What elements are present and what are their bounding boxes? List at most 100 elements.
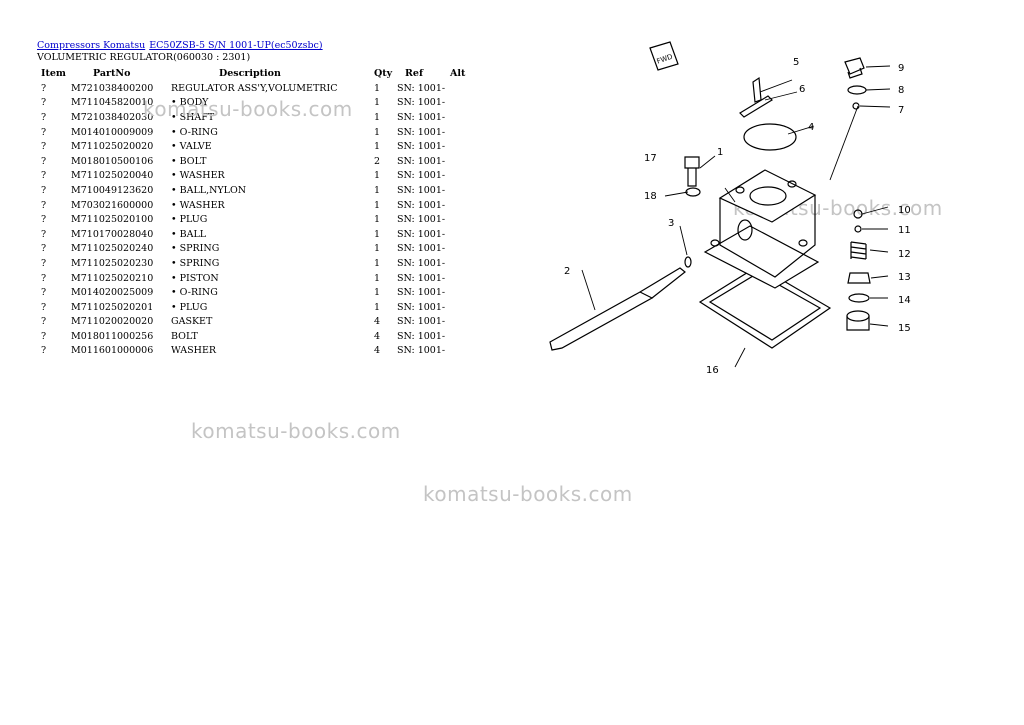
cell-qty: 1 [374,301,381,313]
cell-qty: 4 [374,316,381,328]
cell-ref: SN: 1001- [397,170,446,182]
cell-alt [450,285,470,300]
cell-partno: M711025020040 [71,170,154,182]
cell-ref: SN: 1001- [397,111,446,123]
cell-item: ? [41,97,47,109]
cell-partno: M014010009009 [71,126,154,138]
cell-ref: SN: 1001- [397,272,446,284]
cell-description: • VALVE [171,141,212,153]
cell-description: • BODY [171,97,209,109]
header-ref: Ref [405,67,424,79]
callout-9: 9 [898,63,904,74]
cell-description: GASKET [171,316,213,328]
ball-part [854,225,862,233]
breadcrumb-link-compressors[interactable]: Compressors Komatsu [37,40,146,51]
plug-part [844,57,865,79]
cell-item: ? [41,287,47,299]
cell-ref: SN: 1001- [397,316,446,328]
cell-qty: 1 [374,272,381,284]
cell-item: ? [41,184,47,196]
cell-ref: SN: 1001- [397,345,446,357]
callout-11: 11 [898,225,911,236]
cell-description: • PISTON [171,272,219,284]
callout-6: 6 [799,84,805,95]
cell-alt [450,183,470,198]
washer-plate-part [739,95,773,118]
cell-partno: M711025020240 [71,243,154,255]
table-row: ? M711025020210 • PISTON 1 SN: 1001- [37,271,470,286]
callout-5: 5 [793,57,799,68]
cell-item: ? [41,141,47,153]
table-header-row: Item PartNo Description Qty Ref Alt [37,65,470,81]
cell-alt [450,198,470,213]
cell-ref: SN: 1001- [397,257,446,269]
cell-alt [450,154,470,169]
cell-description: • O-RING [171,287,218,299]
cell-qty: 1 [374,97,381,109]
callout-17: 17 [644,153,657,164]
o-ring-part [848,293,870,303]
watermark: komatsu-books.com [143,97,353,121]
cell-description: • BALL [171,228,207,240]
washer-part [847,85,867,95]
cell-partno: M721038402030 [71,111,154,123]
small-bolt-part [752,76,762,103]
cell-item: ? [41,214,47,226]
cell-alt [450,110,470,125]
cell-qty: 1 [374,287,381,299]
plug-part [847,272,871,284]
cell-description: • SPRING [171,243,220,255]
parts-table: Item PartNo Description Qty Ref Alt ? M72… [37,65,470,358]
o-ring-part [684,256,692,268]
callout-10: 10 [898,205,911,216]
cell-partno: M710049123620 [71,184,154,196]
shaft-part [549,267,686,351]
cell-description: BOLT [171,330,198,342]
cell-qty: 1 [374,126,381,138]
cell-item: ? [41,316,47,328]
cell-qty: 1 [374,228,381,240]
spring-part [850,241,867,260]
cell-item: ? [41,228,47,240]
cell-ref: SN: 1001- [397,214,446,226]
cell-qty: 1 [374,82,381,94]
cell-description: WASHER [171,345,217,357]
cell-description: • SHAFT [171,111,215,123]
cell-description: • WASHER [171,170,225,182]
breadcrumb-link-model[interactable]: EC50ZSB-5 S/N 1001-UP(ec50zsbc) [149,40,323,51]
ball-part [852,102,860,110]
washer-part [685,187,701,197]
cell-alt [450,344,470,359]
cell-qty: 1 [374,243,381,255]
cell-qty: 1 [374,170,381,182]
cell-alt [450,125,470,140]
cell-partno: M018010500106 [71,155,154,167]
cell-item: ? [41,272,47,284]
cell-ref: SN: 1001- [397,228,446,240]
cell-qty: 1 [374,199,381,211]
cell-item: ? [41,82,47,94]
cell-partno: M014020025009 [71,287,154,299]
callout-15: 15 [898,323,911,334]
cell-qty: 4 [374,345,381,357]
cell-description: • O-RING [171,126,218,138]
cell-alt [450,300,470,315]
cell-qty: 1 [374,257,381,269]
cell-alt [450,212,470,227]
header-description: Description [219,67,281,79]
cell-ref: SN: 1001- [397,199,446,211]
callout-7: 7 [898,105,904,116]
cell-partno: M703021600000 [71,199,154,211]
callout-3: 3 [668,218,674,229]
exploded-parts-diagram: FWD [549,41,911,376]
cell-partno: M711025020210 [71,272,154,284]
